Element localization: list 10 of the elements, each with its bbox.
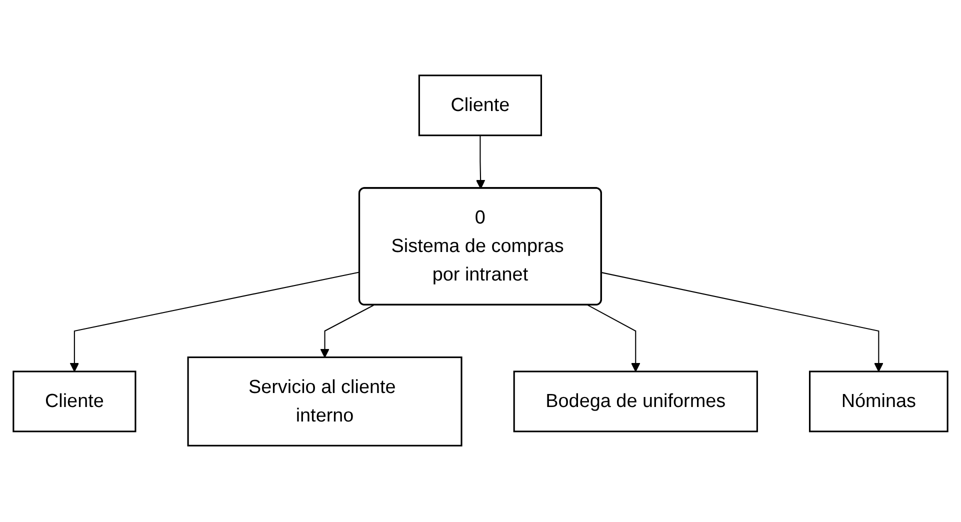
arrow	[320, 305, 374, 358]
node-box: Servicio al cliente interno	[187, 356, 462, 447]
node-box: Bodega de uniformes	[513, 371, 758, 433]
arrow	[70, 272, 360, 372]
node-box: Cliente	[12, 371, 136, 433]
arrow	[588, 305, 640, 372]
node-box: Cliente	[418, 75, 542, 137]
arrow	[602, 272, 884, 372]
arrow	[476, 136, 486, 190]
node-box: Nóminas	[808, 371, 948, 433]
